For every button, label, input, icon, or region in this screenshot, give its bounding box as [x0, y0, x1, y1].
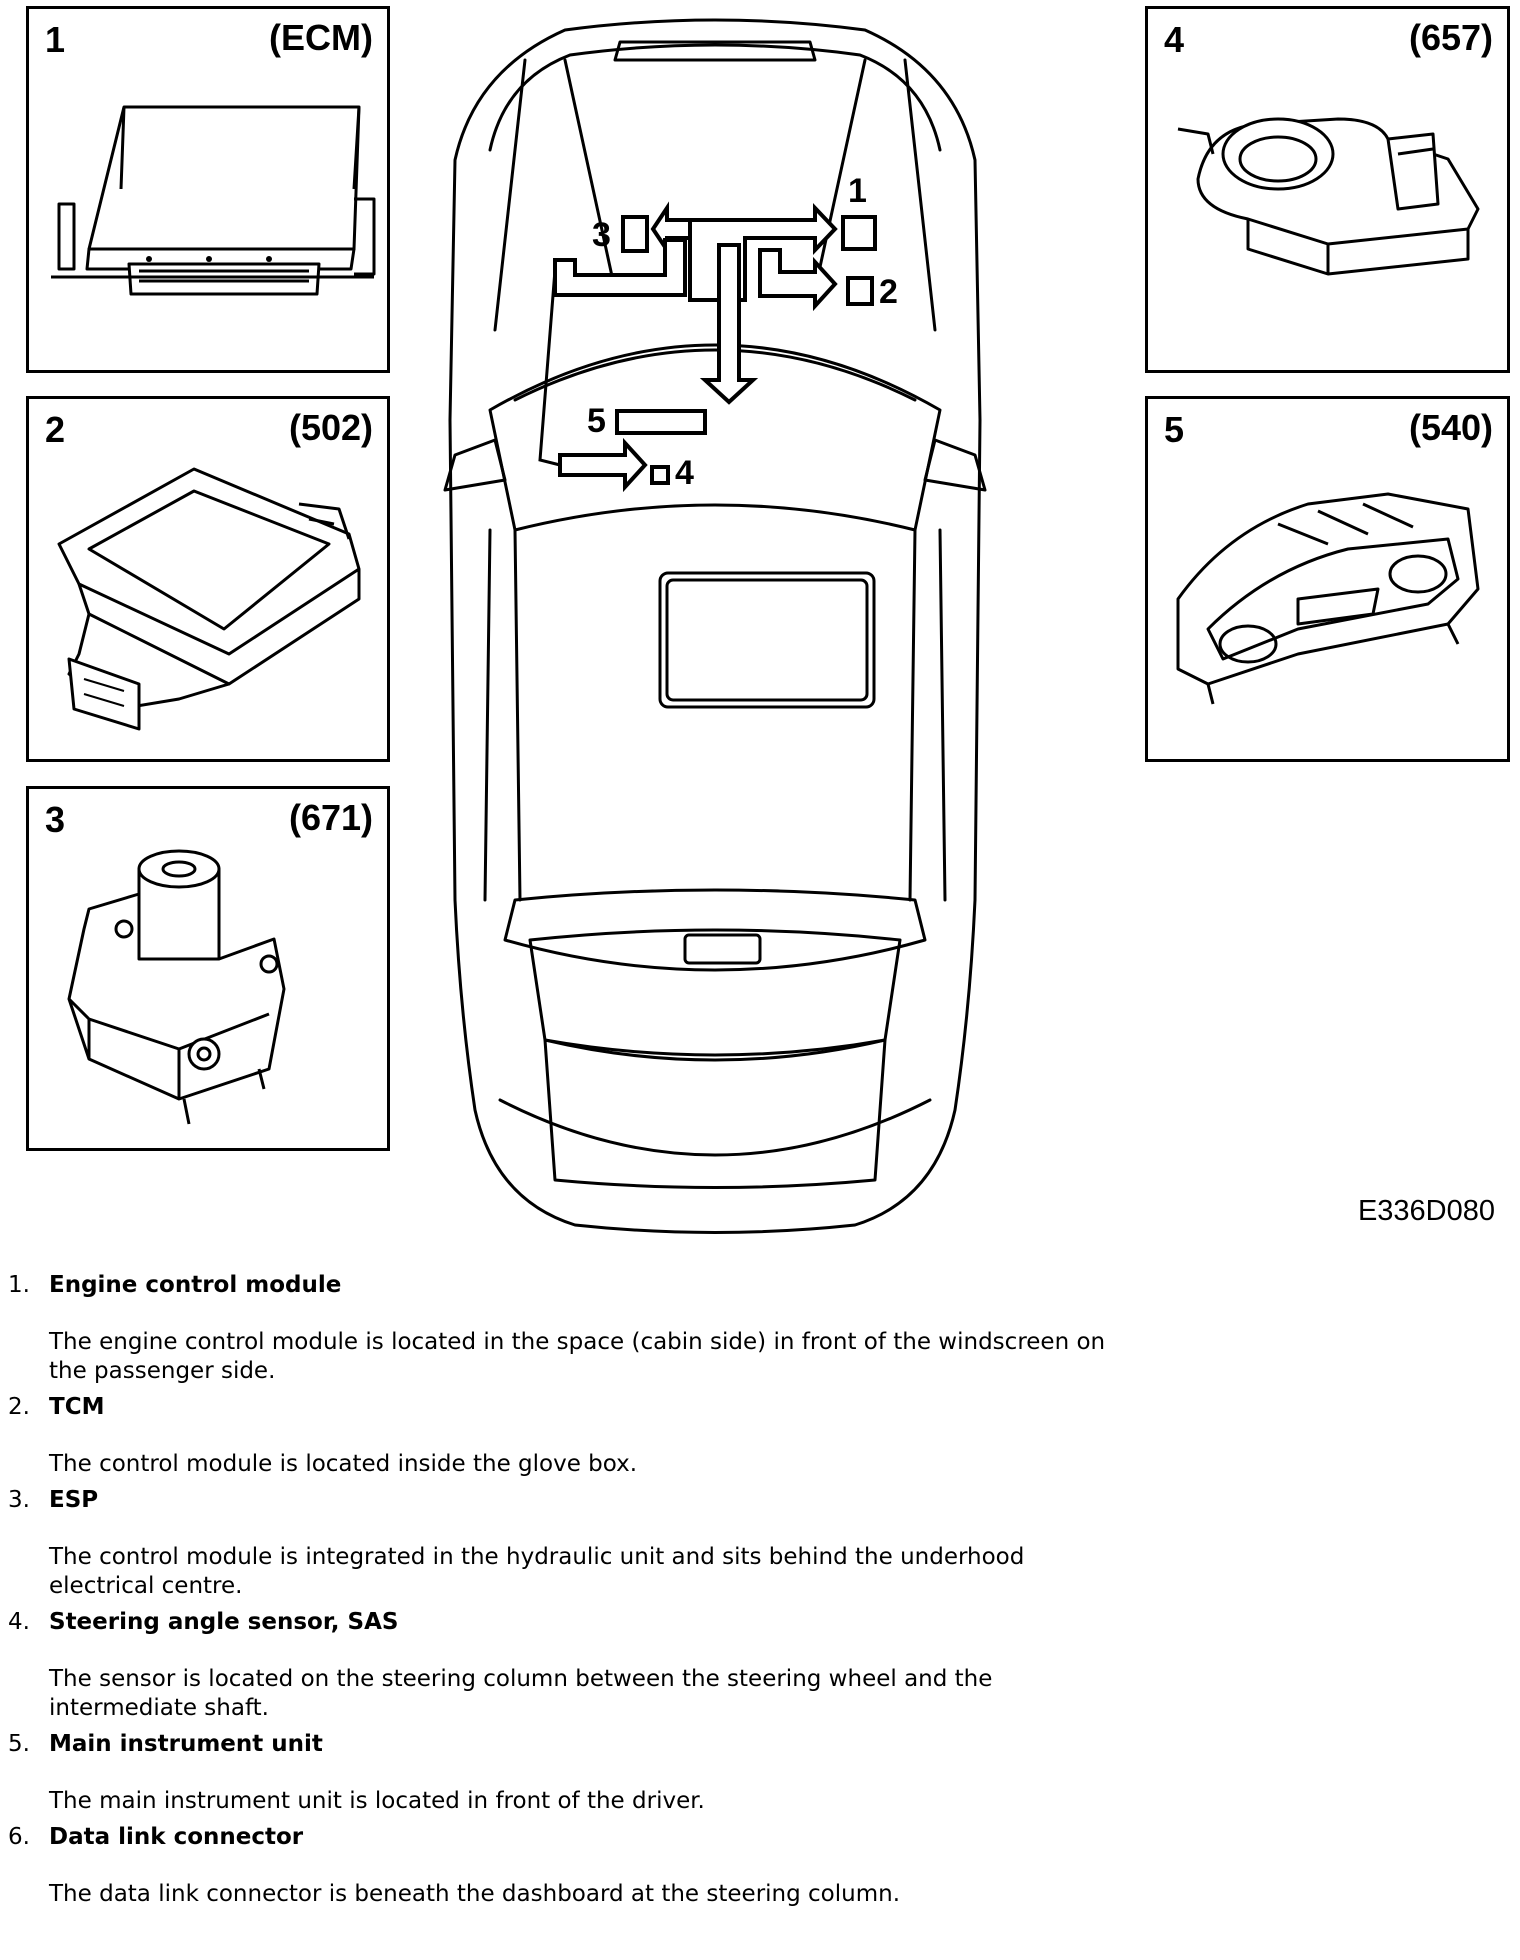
- marker-label-4: 4: [675, 454, 694, 492]
- component-panel-ecm: 1 (ECM): [26, 6, 390, 373]
- legend-index: 3.: [8, 1487, 30, 1513]
- legend-title: Data link connector: [49, 1824, 304, 1850]
- legend-index: 2.: [8, 1394, 30, 1420]
- figure-reference-id: E336D080: [1357, 1195, 1495, 1227]
- panel-code: (540): [1408, 407, 1493, 448]
- legend-index: 5.: [8, 1731, 30, 1757]
- legend-item: 1. Engine control module The engine cont…: [0, 1270, 1520, 1386]
- component-panel-esp: 3 (671): [26, 786, 390, 1151]
- legend-description: The sensor is located on the steering co…: [49, 1666, 993, 1721]
- legend-title: Main instrument unit: [49, 1731, 323, 1757]
- panel-number: 1: [45, 19, 66, 60]
- panel-number: 3: [45, 799, 66, 840]
- marker-tcm: [846, 276, 874, 306]
- legend-item: 5. Main instrument unit The main instrum…: [0, 1729, 1520, 1816]
- legend-description: The main instrument unit is located in f…: [49, 1788, 705, 1814]
- legend-index: 1.: [8, 1272, 30, 1298]
- panel-code: (657): [1408, 17, 1493, 58]
- marker-ecm: [841, 215, 877, 251]
- panel-number: 2: [45, 409, 66, 450]
- legend-description: The control module is located inside the…: [49, 1451, 638, 1477]
- legend-index: 6.: [8, 1824, 30, 1850]
- legend-title: Engine control module: [49, 1272, 342, 1298]
- vehicle-top-view-diagram: 1 2 3 4 5: [443, 18, 987, 1234]
- legend-title: TCM: [49, 1394, 105, 1420]
- component-panel-tcm: 2 (502): [26, 396, 390, 762]
- esp-illustration: [67, 849, 286, 1125]
- instrument-unit-illustration: [1176, 492, 1480, 705]
- marker-label-1: 1: [848, 172, 867, 210]
- legend-title: Steering angle sensor, SAS: [49, 1609, 399, 1635]
- marker-esp: [621, 215, 649, 253]
- legend-index: 4.: [8, 1609, 30, 1635]
- legend-description: The control module is integrated in the …: [49, 1544, 1025, 1599]
- legend-description: The engine control module is located in …: [49, 1329, 1106, 1384]
- marker-label-3: 3: [592, 216, 611, 254]
- module-markers: [615, 215, 877, 485]
- component-panel-instrument-unit: 5 (540): [1145, 396, 1510, 762]
- legend-item: 2. TCM The control module is located ins…: [0, 1392, 1520, 1479]
- legend-item: 3. ESP The control module is integrated …: [0, 1485, 1520, 1601]
- ecm-illustration: [51, 105, 376, 296]
- panel-code: (ECM): [269, 17, 373, 58]
- legend-item: 4. Steering angle sensor, SAS The sensor…: [0, 1607, 1520, 1723]
- tcm-illustration: [57, 467, 361, 731]
- marker-instrument-unit: [615, 409, 707, 435]
- car-outline: [443, 18, 987, 1234]
- panel-code: (502): [288, 407, 373, 448]
- panel-number: 4: [1164, 19, 1185, 60]
- network-arrows: [553, 201, 838, 493]
- legend-title: ESP: [49, 1487, 99, 1513]
- panel-number: 5: [1164, 409, 1185, 450]
- sas-illustration: [1177, 117, 1480, 276]
- legend-item: 6. Data link connector The data link con…: [0, 1822, 1520, 1909]
- component-legend: 1. Engine control module The engine cont…: [0, 1270, 1520, 1915]
- panel-code: (671): [288, 797, 373, 838]
- marker-label-5: 5: [587, 402, 606, 440]
- marker-label-2: 2: [879, 273, 898, 311]
- legend-description: The data link connector is beneath the d…: [49, 1881, 901, 1907]
- component-panel-sas: 4 (657): [1145, 6, 1510, 373]
- marker-sas: [650, 465, 670, 485]
